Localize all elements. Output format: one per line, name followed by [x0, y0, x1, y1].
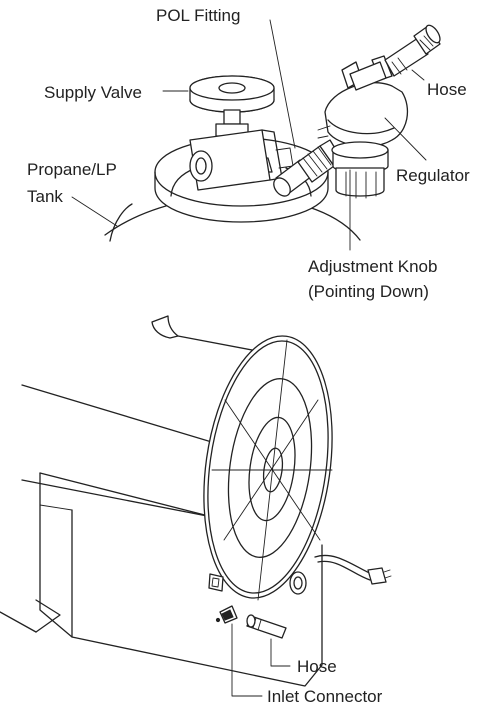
label-hose-top: Hose: [427, 80, 467, 99]
hose-top: [384, 24, 441, 77]
label-adjust-line1: Adjustment Knob: [308, 257, 437, 276]
inlet-connector: [215, 605, 238, 624]
label-regulator: Regulator: [396, 166, 470, 185]
regulator: [317, 55, 409, 199]
label-tank-line1: Propane/LP: [27, 160, 117, 179]
label-adjust-line2: (Pointing Down): [308, 282, 429, 301]
burner-grill: [203, 335, 333, 601]
label-tank-line2: Tank: [27, 187, 63, 206]
pol-fitting: [273, 139, 343, 197]
label-supply-valve: Supply Valve: [44, 83, 142, 102]
power-cord: [314, 554, 392, 585]
leader-lines-top: [71, 19, 427, 251]
hose-bottom: [246, 614, 287, 639]
supply-valve: [189, 75, 294, 191]
heater-controls: [208, 571, 307, 595]
label-pol-fitting: POL Fitting: [156, 6, 240, 25]
leader-lines-bottom: [231, 623, 291, 697]
label-hose-bottom: Hose: [297, 657, 337, 676]
label-inlet-connector: Inlet Connector: [267, 687, 383, 706]
